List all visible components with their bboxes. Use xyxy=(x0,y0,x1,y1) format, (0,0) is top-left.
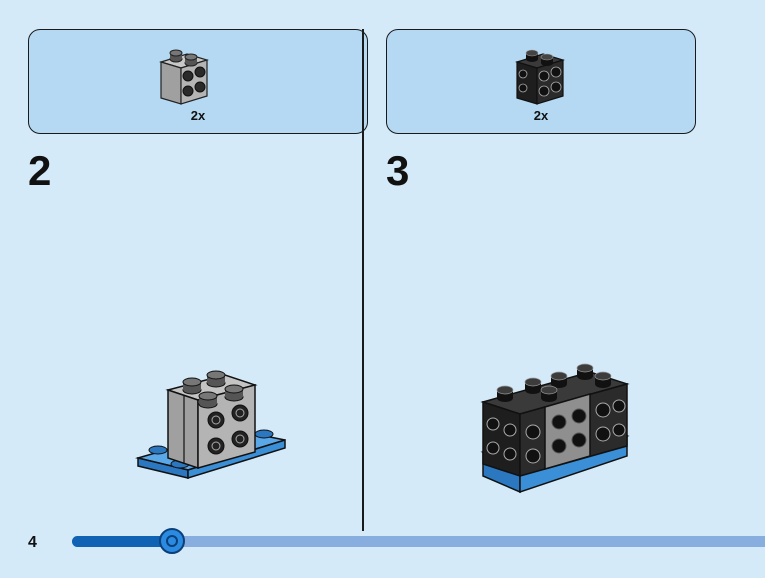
step-2-model-illustration xyxy=(135,370,286,480)
step-3-model-illustration xyxy=(480,363,630,494)
black-brick-icon xyxy=(515,49,565,105)
progress-fill xyxy=(72,536,173,547)
progress-bar xyxy=(72,528,765,554)
step-divider xyxy=(362,29,364,531)
parts-callout-step-2: 2x xyxy=(28,29,368,134)
step-number: 3 xyxy=(386,147,410,194)
parts-callout-step-3: 2x xyxy=(386,29,696,134)
step-number: 2 xyxy=(28,147,52,194)
progress-knob xyxy=(159,528,186,554)
gray-brick-icon xyxy=(159,49,209,105)
part-quantity: 2x xyxy=(190,108,206,123)
part-quantity: 2x xyxy=(533,108,549,123)
page-number: 4 xyxy=(28,534,37,551)
